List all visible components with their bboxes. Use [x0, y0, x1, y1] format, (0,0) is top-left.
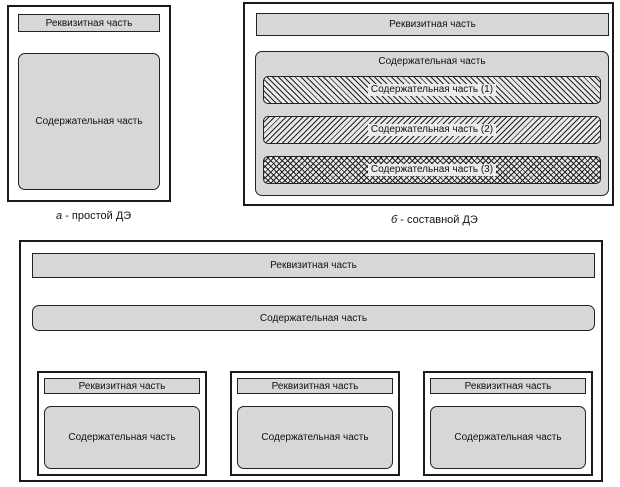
diagram-a-content-part: Содержательная часть — [18, 53, 160, 190]
diagram-c-child-2-requisite-label: Реквизитная часть — [271, 380, 359, 392]
diagram-a-requisite-label: Реквизитная часть — [45, 17, 133, 29]
diagram-c-child-1-content-label: Содержательная часть — [68, 432, 176, 443]
diagram-a-caption-letter: а — [56, 210, 63, 222]
diagram-c-child-2-requisite-part: Реквизитная часть — [237, 378, 393, 394]
diagram-c-child-2-content-label: Содержательная часть — [261, 432, 369, 443]
diagram-c-content-label: Содержательная часть — [259, 312, 368, 324]
diagram-b-content-part-1: Содержательная часть (1) — [263, 76, 601, 104]
diagram-c-requisite-label: Реквизитная часть — [270, 260, 357, 271]
diagram-a-requisite-part: Реквизитная часть — [18, 14, 160, 32]
diagram-b-caption: б - составной ДЭ — [391, 214, 478, 226]
diagram-b-content-part-1-label: Содержательная часть (1) — [367, 84, 497, 96]
diagram-b-content-label: Содержательная часть — [378, 56, 486, 67]
diagram-b-content-part-3: Содержательная часть (3) — [263, 156, 601, 184]
diagram-b-requisite-part: Реквизитная часть — [256, 13, 609, 36]
diagram-c-child-1-requisite-label: Реквизитная часть — [78, 380, 166, 392]
diagram-c-child-2-content-part: Содержательная часть — [237, 406, 393, 469]
diagram-c-child-1-content-part: Содержательная часть — [44, 406, 200, 469]
diagram-a-caption-text: - простой ДЭ — [62, 210, 132, 222]
diagram-b-requisite-label: Реквизитная часть — [389, 19, 476, 30]
diagram-c-requisite-part: Реквизитная часть — [32, 253, 595, 278]
diagram-a-caption: а - простой ДЭ — [56, 210, 131, 222]
diagram-c-child-1-requisite-part: Реквизитная часть — [44, 378, 200, 394]
diagram-b-content-part-2-label: Содержательная часть (2) — [367, 124, 497, 136]
diagram-c-child-3-content-part: Содержательная часть — [430, 406, 586, 469]
diagram-a-content-label: Содержательная часть — [35, 116, 143, 127]
diagram-c-child-3-requisite-label: Реквизитная часть — [464, 380, 552, 392]
diagram-c-child-3-requisite-part: Реквизитная часть — [430, 378, 586, 394]
diagram-c-child-3-content-label: Содержательная часть — [454, 432, 562, 443]
diagram-b-content-part-3-label: Содержательная часть (3) — [367, 164, 497, 176]
diagram-b-caption-text: - составной ДЭ — [397, 214, 478, 226]
diagram-b-caption-letter: б — [391, 214, 398, 226]
diagram-c-content-part: Содержательная часть — [32, 305, 595, 331]
diagram-b-content-part-2: Содержательная часть (2) — [263, 116, 601, 144]
